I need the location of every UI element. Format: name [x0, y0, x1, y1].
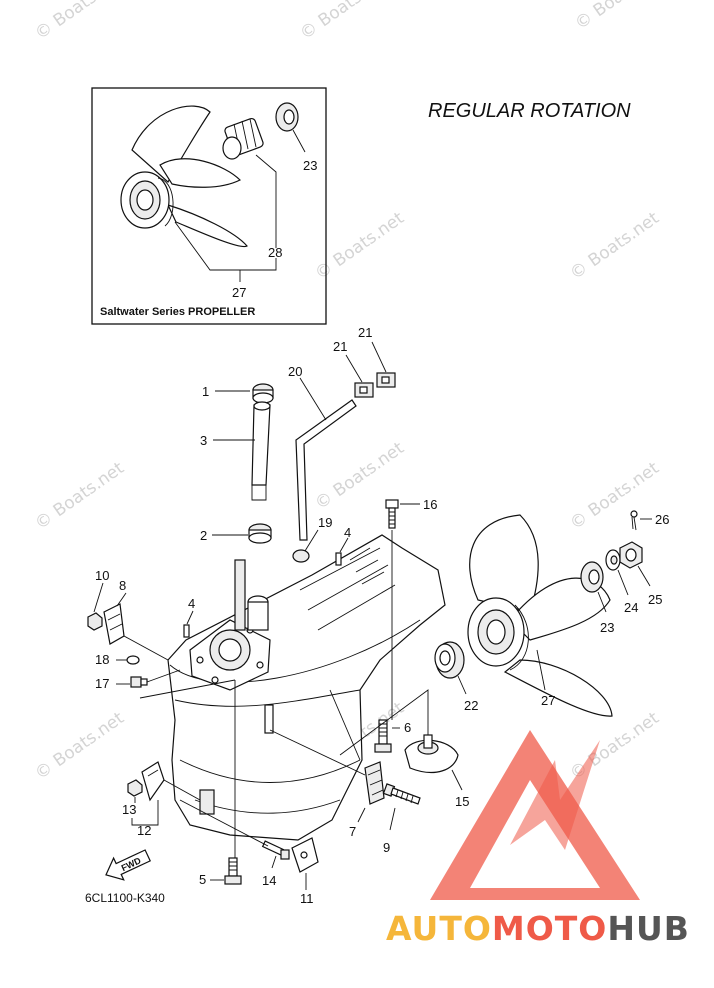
callout-12[interactable]: 12 [137, 823, 151, 838]
part-washer-24 [605, 549, 621, 571]
pump-base [189, 619, 271, 691]
part-grommet [252, 383, 274, 404]
logo-text-auto: AUTO [386, 909, 492, 948]
saltwater-propeller-inset: 23 28 27 Saltwater Series PROPELLER [91, 87, 327, 325]
inset-frame [91, 87, 327, 325]
inset-caption: Saltwater Series PROPELLER [100, 306, 255, 318]
callout-24[interactable]: 24 [624, 600, 638, 615]
part-nut-13 [127, 779, 143, 797]
callout-28[interactable]: 28 [268, 245, 282, 260]
part-nut-10 [87, 612, 103, 631]
part-bolt-6 [374, 719, 392, 753]
callout-27[interactable]: 27 [232, 285, 246, 300]
callout-23[interactable]: 23 [600, 620, 614, 635]
callout-21[interactable]: 21 [333, 339, 347, 354]
part-propeller [467, 514, 613, 717]
logo-mark-icon [430, 730, 640, 900]
part-bolt-9 [382, 783, 421, 805]
part-o-ring [126, 655, 140, 665]
part-washer-23 [580, 561, 604, 593]
watermark: © Boats.net [31, 0, 128, 44]
inset-propeller-drawing [120, 105, 248, 248]
watermark: © Boats.net [296, 0, 393, 44]
callout-17[interactable]: 17 [95, 676, 109, 691]
callout-22[interactable]: 22 [464, 698, 478, 713]
part-plug-17 [130, 676, 148, 688]
part-prop-nut-25 [619, 541, 643, 569]
part-dowel-pin [335, 552, 342, 566]
callout-18[interactable]: 18 [95, 652, 109, 667]
logo-text: AUTOMOTOHUB [386, 909, 690, 948]
part-21-a [354, 382, 374, 398]
callout-7[interactable]: 7 [349, 824, 356, 839]
callout-10[interactable]: 10 [95, 568, 109, 583]
part-spacer-22 [434, 641, 465, 679]
part-cotter-pin [630, 510, 638, 531]
inset-spline-washer [222, 117, 264, 160]
callout-13[interactable]: 13 [122, 802, 136, 817]
part-bolt-5 [224, 857, 242, 885]
logo-text-moto: MOTO [492, 909, 607, 948]
callout-27[interactable]: 27 [541, 693, 555, 708]
callout-19[interactable]: 19 [318, 515, 332, 530]
watermark: © Boats.net [31, 708, 128, 784]
inset-thrust-washer [275, 102, 299, 132]
callout-9[interactable]: 9 [383, 840, 390, 855]
part-trim-tab [404, 734, 459, 773]
callout-23[interactable]: 23 [303, 158, 317, 173]
part-anode-11 [291, 837, 319, 873]
callout-2[interactable]: 2 [200, 528, 207, 543]
drawing-code: 6CL1100-K340 [85, 891, 165, 905]
callout-5[interactable]: 5 [199, 872, 206, 887]
callout-8[interactable]: 8 [119, 578, 126, 593]
callout-25[interactable]: 25 [648, 592, 662, 607]
part-shift-rod [295, 399, 357, 541]
watermark: © Boats.net [31, 458, 128, 534]
watermark: © Boats.net [571, 0, 668, 34]
watermark: © Boats.net [566, 458, 663, 534]
callout-3[interactable]: 3 [200, 433, 207, 448]
callout-26[interactable]: 26 [655, 512, 669, 527]
part-grommet-7 [364, 761, 385, 805]
automotohub-logo: AUTOMOTOHUB [386, 730, 690, 948]
callout-11[interactable]: 11 [300, 891, 314, 906]
callout-20[interactable]: 20 [288, 364, 302, 379]
callout-6[interactable]: 6 [404, 720, 411, 735]
callout-4[interactable]: 4 [344, 525, 351, 540]
fwd-arrow-icon: FWD [105, 849, 151, 881]
callout-15[interactable]: 15 [455, 794, 469, 809]
drive-shaft [234, 559, 246, 631]
diagram-title: REGULAR ROTATION [428, 100, 631, 122]
part-water-tube [251, 401, 271, 501]
part-seal [248, 523, 272, 544]
callout-16[interactable]: 16 [423, 497, 437, 512]
part-bracket-12 [141, 761, 165, 802]
watermark: © Boats.net [566, 208, 663, 284]
callout-21[interactable]: 21 [358, 325, 372, 340]
callout-14[interactable]: 14 [262, 873, 276, 888]
part-bracket-8 [103, 603, 125, 645]
part-bushing [292, 549, 310, 563]
callout-1[interactable]: 1 [202, 384, 209, 399]
part-21-b [376, 372, 396, 388]
callout-4[interactable]: 4 [188, 596, 195, 611]
part-dowel-pin [183, 624, 190, 638]
part-bolt-16 [385, 499, 399, 529]
lower-casing-assembly [167, 534, 446, 841]
logo-text-hub: HUB [607, 909, 690, 948]
